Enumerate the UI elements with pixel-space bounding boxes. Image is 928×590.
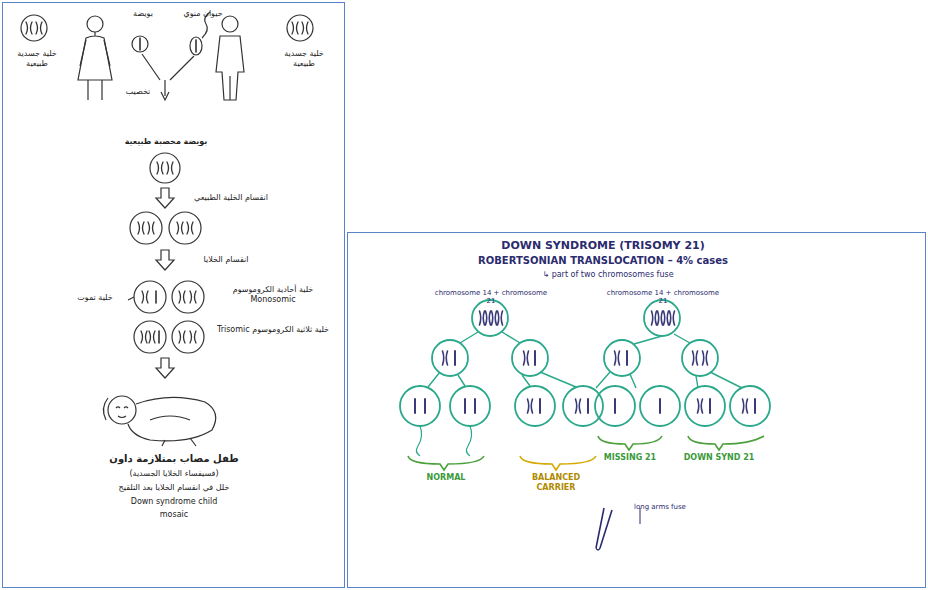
cell-label: خلية تموت [63,293,127,303]
child-note: (فسيفساء الخلايا الجسدية) [43,469,305,479]
outcome-label: MISSING 21 [594,453,666,463]
body-cell-label: خلية جسدية طبيعية [7,49,67,68]
egg-label: بويضة [121,9,165,19]
left-panel: بويضة حيوان منوي خلية جسدية طبيعية خلية جسد… [2,2,345,588]
division-label: انقسام الخلية الطبيعي [181,193,281,203]
panel-note: ↳ part of two chromosomes fuse [448,270,768,280]
monosomic-label: خلية أحادية الكروموسوم Monosomic [209,285,337,304]
fertilization-label: تخصيب [115,87,161,97]
division-label: انقسام الخلايا [181,255,271,265]
right-illustration [352,276,770,550]
child-note: mosaic [43,510,305,520]
right-panel: DOWN SYNDROME (TRISOMY 21) ROBERTSONIAN T… [347,232,926,588]
outcome-label: DOWN SYND 21 [674,453,764,463]
outcome-label: NORMAL [406,473,486,483]
sperm-label: حيوان منوي [175,9,231,19]
panel-subtitle: ROBERTSONIAN TRANSLOCATION – 4% cases [408,255,798,267]
parent-label: chromosome 14 + chromosome 21 [434,289,548,306]
body-cell-label: خلية جسدية طبيعية [273,49,335,68]
trisomic-label: خلية ثلاثية الكروموسوم Trisomic [209,325,337,335]
child-label: طفل مصاب بمتلازمة داون [43,453,305,465]
note-label: long arms fuse [634,503,714,511]
parent-label: chromosome 14 + chromosome 21 [606,289,720,306]
zygote-label: بويضة مخصبة طبيعية [111,137,221,147]
outcome-label: BALANCED CARRIER [514,473,598,492]
child-note: Down syndrome child [43,497,305,507]
left-illustration [21,12,313,446]
panel-title: DOWN SYNDROME (TRISOMY 21) [438,239,768,252]
child-note: خلل في انقسام الخلايا بعد التلقيح [43,483,305,493]
